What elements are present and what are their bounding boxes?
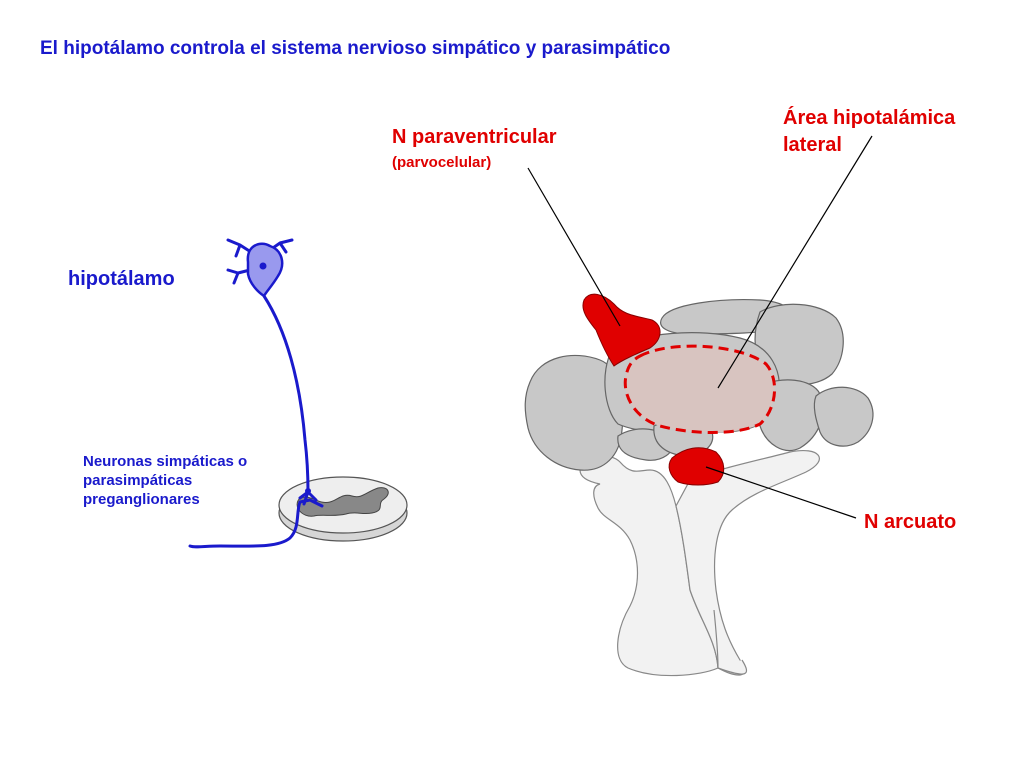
lateral-hypothalamic-area-outline [623, 344, 777, 434]
paraventricular-label: N paraventricular [392, 126, 557, 148]
hipotalamo-label: hipotálamo [68, 268, 175, 290]
arcuate-label: N arcuato [864, 511, 957, 533]
lateral-area-label-2: lateral [783, 134, 842, 156]
brainstem [579, 450, 820, 677]
paraventricular-nucleus [582, 293, 661, 367]
preganglionic-line-3: preganglionares [83, 491, 200, 508]
hypothalamic-neuron [188, 238, 324, 549]
slide-title: El hipotálamo controla el sistema nervio… [40, 38, 671, 59]
axon-terminal [305, 488, 311, 494]
lateral-area-label-1: Área hipotalámica [783, 107, 956, 129]
preganglionic-line-1: Neuronas simpáticas o [83, 453, 248, 470]
hypothalamus-area [625, 346, 775, 433]
arcuate-nucleus [668, 447, 725, 486]
pointer-lines [527, 135, 873, 519]
neuron-nucleus [259, 262, 267, 270]
parvocellular-label: (parvocelular) [392, 154, 492, 171]
preganglionic-neurons-label: Neuronas simpáticas o parasimpáticas pre… [83, 452, 303, 509]
preganglionic-line-2: parasimpáticas [83, 472, 193, 489]
